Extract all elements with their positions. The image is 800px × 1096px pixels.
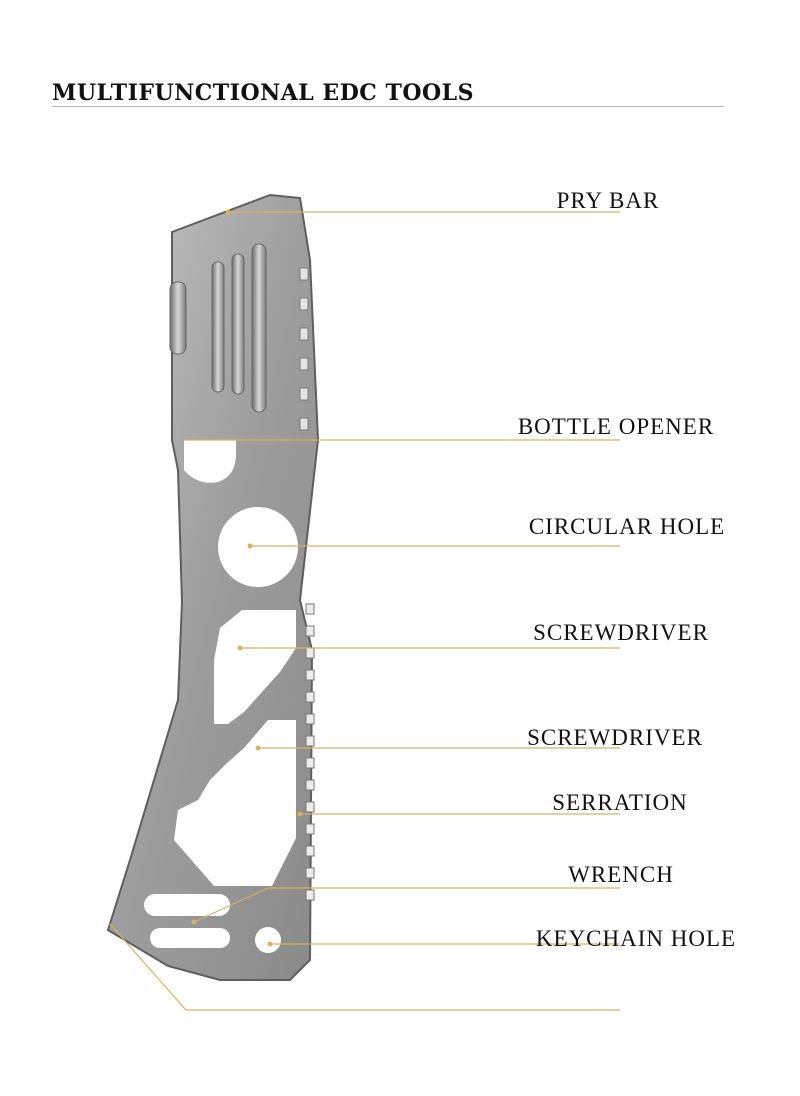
serration-tooth <box>305 801 315 813</box>
serration-tooth <box>305 669 315 681</box>
serration-tooth <box>305 691 315 703</box>
head-tooth <box>299 387 309 401</box>
serration-tooth <box>305 603 315 615</box>
serration-tooth <box>305 779 315 791</box>
serration-tooth <box>305 845 315 857</box>
leader-dot-screwdriver-2 <box>255 745 261 751</box>
serration-tooth <box>305 735 315 747</box>
label-serration: SERRATION <box>552 790 688 815</box>
leader-dot-wrench <box>191 919 197 925</box>
leader-line-bottom <box>109 923 620 1011</box>
serration-tooth <box>305 625 315 637</box>
edc-tool <box>106 193 320 981</box>
head-tooth <box>299 297 309 311</box>
head-tooth <box>299 267 309 281</box>
serration-tooth <box>305 647 315 659</box>
serration-tooth <box>305 889 315 901</box>
label-screwdriver-1: SCREWDRIVER <box>533 620 709 645</box>
title-divider <box>52 106 724 107</box>
leader-dot-serration <box>297 811 303 817</box>
serration-tooth <box>305 867 315 879</box>
leader-lines <box>109 209 620 1011</box>
label-screwdriver-2: SCREWDRIVER <box>527 725 703 750</box>
label-circular-hole: CIRCULAR HOLE <box>528 514 726 539</box>
leader-dot-screwdriver-1 <box>237 645 243 651</box>
leader-line-wrench <box>193 887 620 923</box>
head-tooth <box>299 417 309 431</box>
leader-dot-pry-bar <box>225 209 231 215</box>
label-wrench: WRENCH <box>568 862 674 887</box>
head-flutes <box>169 243 267 413</box>
serration-tooth <box>305 713 315 725</box>
serration-teeth <box>299 267 315 901</box>
page-title: MULTIFUNCTIONAL EDC TOOLS <box>52 80 475 106</box>
leader-dot-keychain-hole <box>267 941 273 947</box>
leader-dot-circular-hole <box>247 543 253 549</box>
head-tooth <box>299 357 309 371</box>
label-pry-bar: PRY BAR <box>556 188 660 213</box>
label-keychain-hole: KEYCHAIN HOLE <box>535 926 737 951</box>
serration-tooth <box>305 823 315 835</box>
head-tooth <box>299 327 309 341</box>
serration-tooth <box>305 757 315 769</box>
label-bottle-opener: BOTTLE OPENER <box>517 414 715 439</box>
